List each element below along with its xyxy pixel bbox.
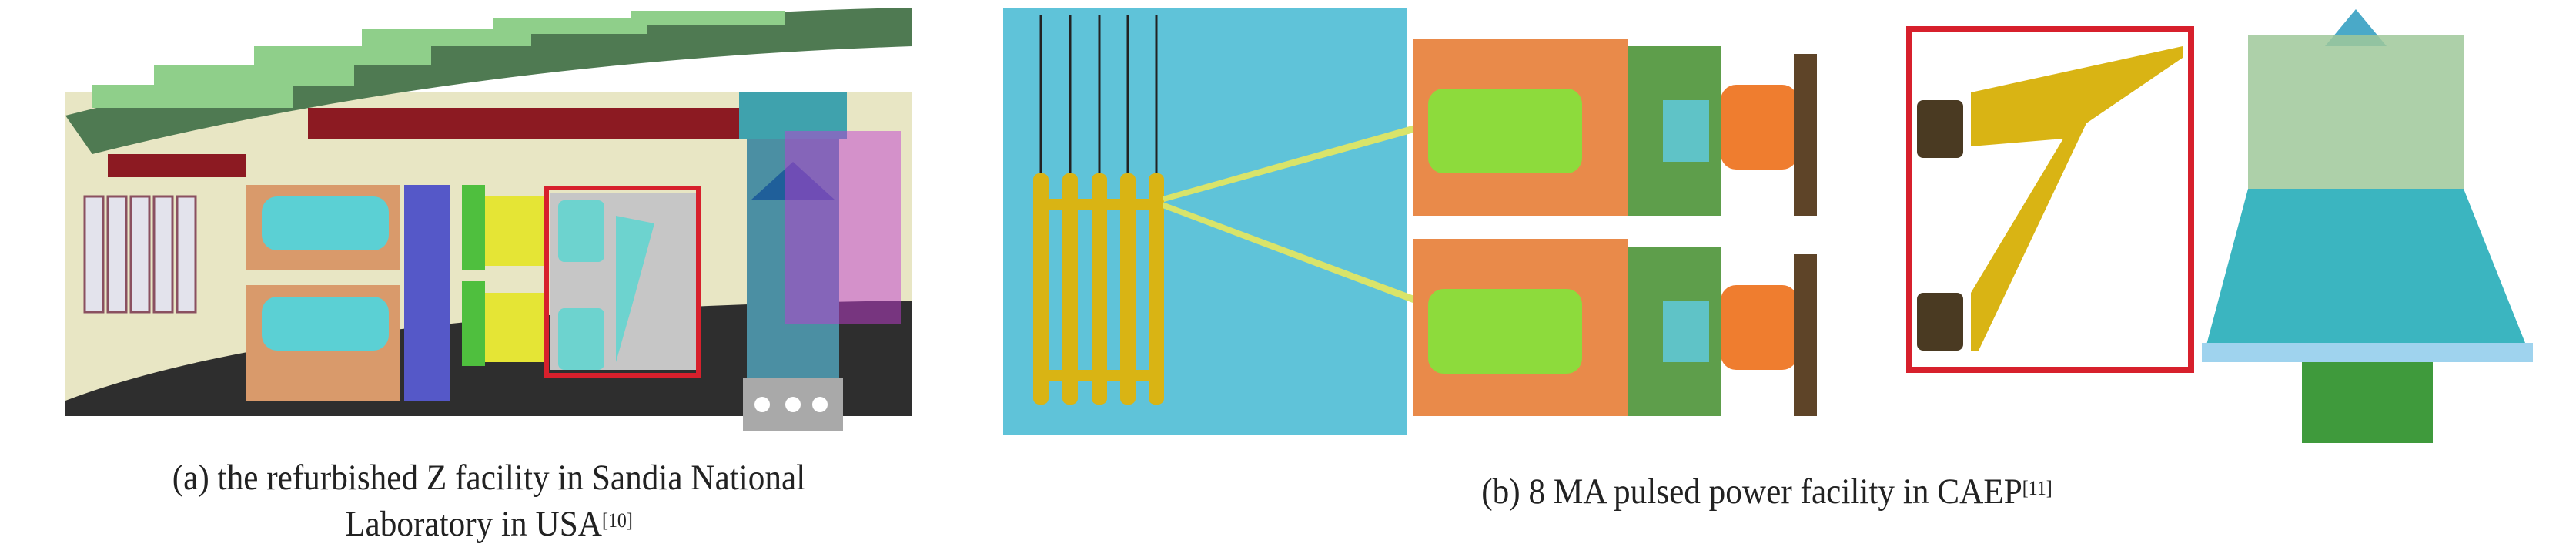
caption-a-line1: (a) the refurbished Z facility in Sandia… [172,458,806,498]
citation-ref-10: [10] [601,509,633,532]
caption-panel-a: (a) the refurbished Z facility in Sandia… [82,455,896,547]
panel-a-illustration [65,8,912,431]
highlight-box-b [1906,26,2194,373]
panel-b-illustration [1003,8,2533,443]
caption-a-line2-text: Laboratory in USA [345,504,602,544]
citation-ref-11: [11] [2022,477,2052,499]
caption-panel-b: (b) 8 MA pulsed power facility in CAEP[1… [1360,468,2174,515]
highlight-box-a [544,186,701,378]
caption-b-text: (b) 8 MA pulsed power facility in CAEP [1481,472,2022,512]
caption-a-line2: Laboratory in USA[10] [82,501,896,547]
